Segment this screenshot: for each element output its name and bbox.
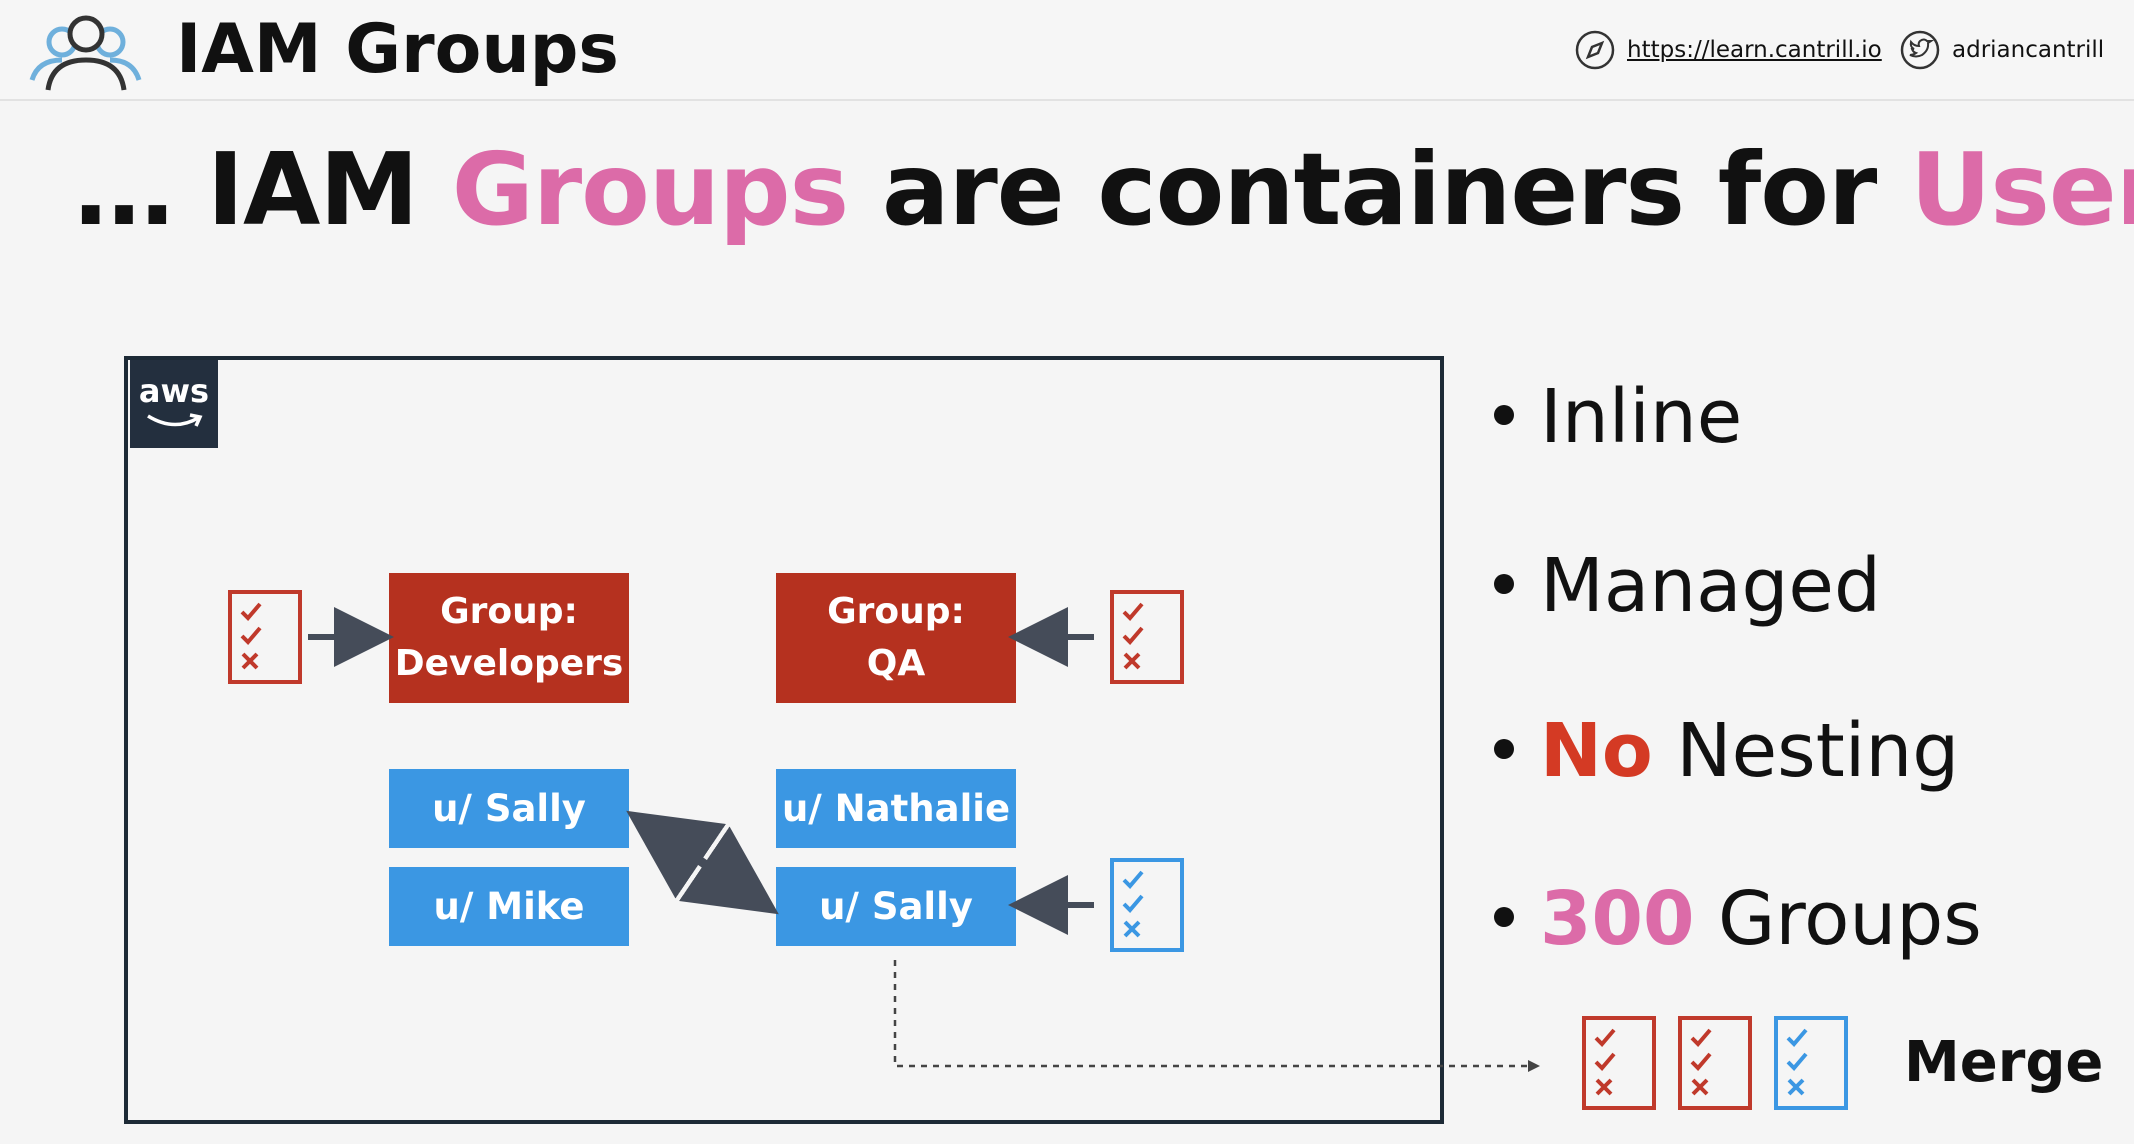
group-qa-line2: QA (866, 643, 926, 684)
header-bar: IAM Groups https://learn.cantrill.io adr… (0, 0, 2134, 101)
merge-dashed-line (893, 960, 1540, 1072)
headline: … IAM Groups are containers for Users (74, 130, 2134, 250)
merge-policy-icon-3 (1774, 1016, 1848, 1110)
merge-policy-icon-2 (1678, 1016, 1752, 1110)
bullet-text: Nesting (1652, 708, 1960, 794)
bullet-dot (1494, 739, 1514, 760)
bullet-managed: Managed (1494, 541, 1881, 631)
group-developers: Group: Developers (389, 573, 629, 703)
twitter-icon (1900, 30, 1940, 70)
merge-label: Merge (1904, 1030, 2104, 1095)
policy-document-icon-sally (1110, 858, 1184, 952)
headline-groups: Groups (451, 131, 849, 248)
bullet-300-groups: 300 Groups (1494, 874, 1982, 964)
bullet-dot (1494, 907, 1514, 928)
bullet-dot (1494, 405, 1514, 426)
group-developers-line1: Group: (440, 591, 578, 632)
group-developers-line2: Developers (394, 643, 624, 684)
twitter-handle[interactable]: adriancantrill (1952, 37, 2105, 63)
bullet-highlight: No (1540, 708, 1653, 794)
users-icon (29, 15, 142, 91)
user-nathalie: u/ Nathalie (776, 769, 1016, 848)
bullet-dot (1494, 574, 1514, 595)
group-qa-line1: Group: (827, 591, 965, 632)
user-mike: u/ Mike (389, 867, 629, 946)
bullet-text: Inline (1540, 374, 1743, 460)
arrow-sally-same-user (626, 810, 779, 915)
user-sally-developers: u/ Sally (389, 769, 629, 848)
bullet-highlight: 300 (1540, 876, 1695, 962)
bullet-no-nesting: No Nesting (1494, 706, 1959, 796)
site-link[interactable]: https://learn.cantrill.io (1575, 30, 1882, 70)
twitter-link[interactable]: adriancantrill (1900, 30, 2104, 70)
headline-prefix: … IAM (74, 131, 452, 248)
aws-logo-text: aws (138, 372, 210, 410)
user-sally-qa: u/ Sally (776, 867, 1016, 946)
headline-middle: are containers for (848, 131, 1911, 248)
compass-icon (1575, 30, 1615, 70)
headline-users: Users (1910, 131, 2134, 248)
bullet-inline: Inline (1494, 372, 1742, 462)
policy-document-icon-developers (228, 590, 302, 684)
aws-logo: aws (130, 360, 218, 448)
aws-account-boundary (124, 356, 1444, 1124)
site-link-text[interactable]: https://learn.cantrill.io (1627, 37, 1882, 63)
group-qa: Group: QA (776, 573, 1016, 703)
aws-smile-icon (147, 413, 203, 427)
bullet-text: Groups (1694, 876, 1982, 962)
bullet-text: Managed (1540, 543, 1881, 629)
merge-policy-icon-1 (1582, 1016, 1656, 1110)
page-title: IAM Groups (176, 10, 619, 89)
policy-document-icon-qa (1110, 590, 1184, 684)
